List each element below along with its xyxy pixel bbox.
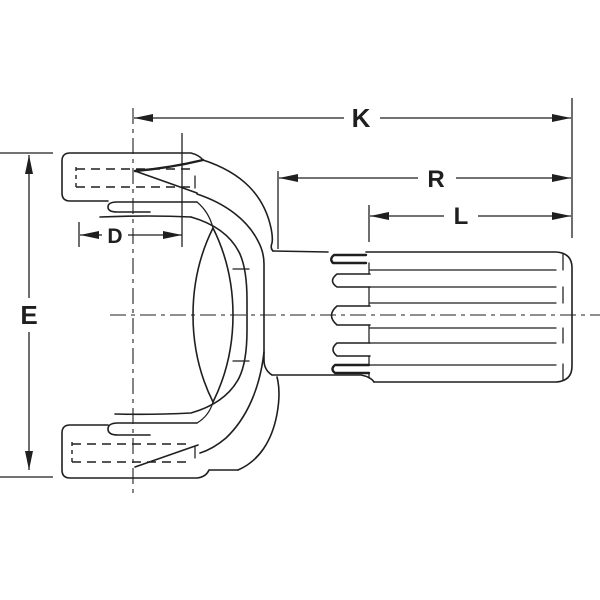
dimension-k-arrow-right: [552, 114, 571, 122]
bottom-ear-chamfer-line: [134, 444, 199, 468]
dimension-k-arrow-left: [134, 114, 153, 122]
dimension-e-arrow-up: [25, 155, 33, 174]
dimension-label-e: E: [20, 300, 37, 330]
dimension-label-d: D: [107, 225, 122, 248]
inner-sweep-bottom: [199, 351, 265, 454]
yoke-bottom-ear: [61, 422, 239, 479]
barrel-bottom-edge: [271, 374, 375, 383]
dimension-e-arrow-down: [25, 451, 33, 470]
top-ear-chamfer-line: [134, 170, 198, 194]
yoke-body: [196, 159, 280, 471]
top-ear-outline: [61, 152, 204, 202]
shaft-outline: [365, 251, 573, 383]
dimension-d: D: [78, 133, 183, 248]
outer-sweep-bottom: [237, 376, 280, 471]
spline-runout-tooth-3: [330, 305, 371, 326]
dimension-label-r: R: [427, 166, 444, 193]
dimension-l-arrow-right: [552, 212, 571, 220]
bottom-ear-outline: [61, 424, 239, 479]
spline-lines: [369, 269, 557, 366]
dimension-r-arrow-left: [279, 174, 298, 182]
hidden-bore-lines: [71, 167, 192, 464]
lens-lower-connector: [196, 401, 214, 424]
top-ear-collar-line: [99, 215, 192, 218]
yoke-top-ear: [61, 152, 205, 218]
dimension-k: K: [134, 98, 573, 238]
dimension-l-arrow-left: [370, 212, 389, 220]
bottom-ear-tongue: [107, 422, 198, 436]
lens-upper-connector: [196, 201, 214, 229]
dimension-d-arrow-left: [80, 231, 99, 239]
spline-shaft: [271, 250, 573, 383]
dimension-label-l: L: [454, 203, 469, 230]
dimension-l: L: [368, 203, 571, 242]
dimension-d-arrow-right: [163, 231, 182, 239]
dimension-r: R: [277, 166, 571, 249]
spline-runout-tooth-1: [330, 253, 368, 265]
yoke-mouth: [114, 201, 250, 424]
inner-sweep-and-front-face: [196, 193, 273, 376]
spline-runout-tooth-2: [331, 273, 371, 288]
dimension-label-k: K: [352, 103, 371, 133]
top-ear-beak-underside: [133, 158, 205, 173]
spline-runout-tooth-5: [331, 363, 371, 375]
mouth-inner-wall: [114, 216, 248, 416]
dimension-r-arrow-right: [552, 174, 571, 182]
centerlines: [110, 108, 600, 497]
top-ear-tongue: [107, 201, 198, 213]
outer-sweep-top: [202, 159, 274, 252]
dimension-e: E: [0, 152, 53, 478]
barrel-top-edge: [272, 250, 329, 253]
spline-runout-tooth-4: [332, 342, 371, 357]
